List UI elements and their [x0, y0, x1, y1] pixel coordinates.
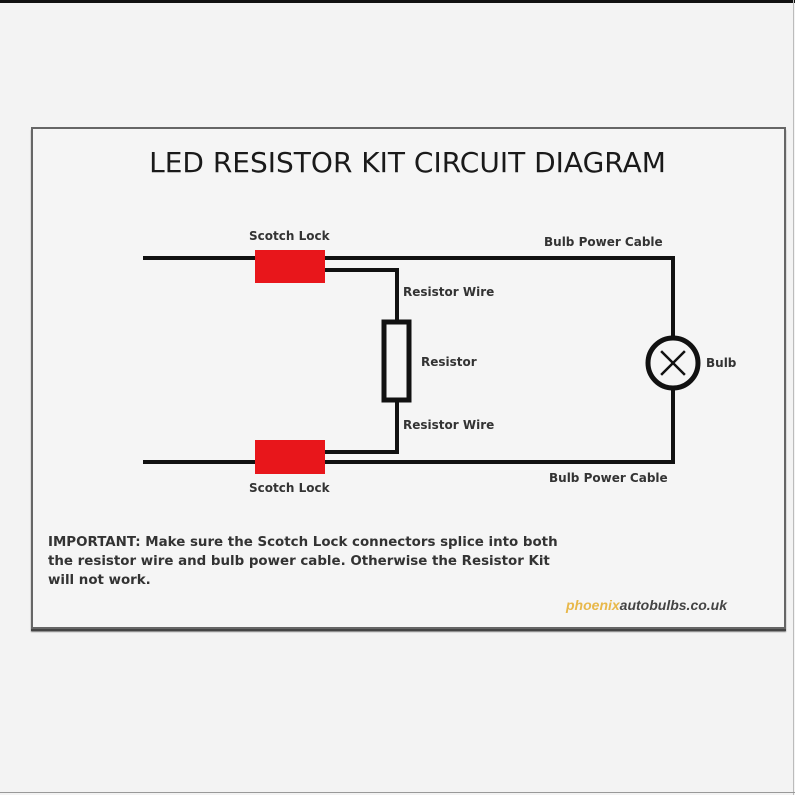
bulb-cross-b: [660, 350, 686, 376]
brand-part2: autobulbs.co.uk: [619, 597, 728, 613]
resistor-symbol: [381, 319, 412, 403]
bottom-resistor-wire: [322, 399, 399, 454]
scotch-lock-top: [255, 250, 325, 283]
bottom-border: [0, 792, 795, 793]
resistor-wire-bottom-label: Resistor Wire: [403, 418, 495, 432]
bulb-label: Bulb: [706, 356, 737, 370]
bulb-icon: [645, 335, 701, 391]
right-border: [793, 0, 794, 795]
top-border: [0, 0, 795, 3]
scotch-lock-top-label: Scotch Lock: [249, 229, 330, 243]
scotch-lock-bottom-label: Scotch Lock: [249, 481, 330, 495]
resistor-wire-top-label: Resistor Wire: [403, 285, 495, 299]
bulb-power-cable-bottom-label: Bulb Power Cable: [549, 471, 668, 485]
scotch-lock-bottom: [255, 440, 325, 474]
resistor-label: Resistor: [421, 355, 477, 369]
top-bulb-power-cable: [322, 256, 675, 339]
bottom-bulb-power-cable: [322, 387, 675, 464]
bulb-power-cable-top-label: Bulb Power Cable: [544, 235, 663, 249]
diagram-title: LED RESISTOR KIT CIRCUIT DIAGRAM: [149, 146, 666, 179]
brand-part1: phoenix: [566, 597, 620, 613]
important-note: IMPORTANT: Make sure the Scotch Lock con…: [48, 535, 558, 588]
brand-logo: phoenixautobulbs.co.uk: [566, 597, 727, 613]
top-resistor-wire: [322, 268, 399, 323]
